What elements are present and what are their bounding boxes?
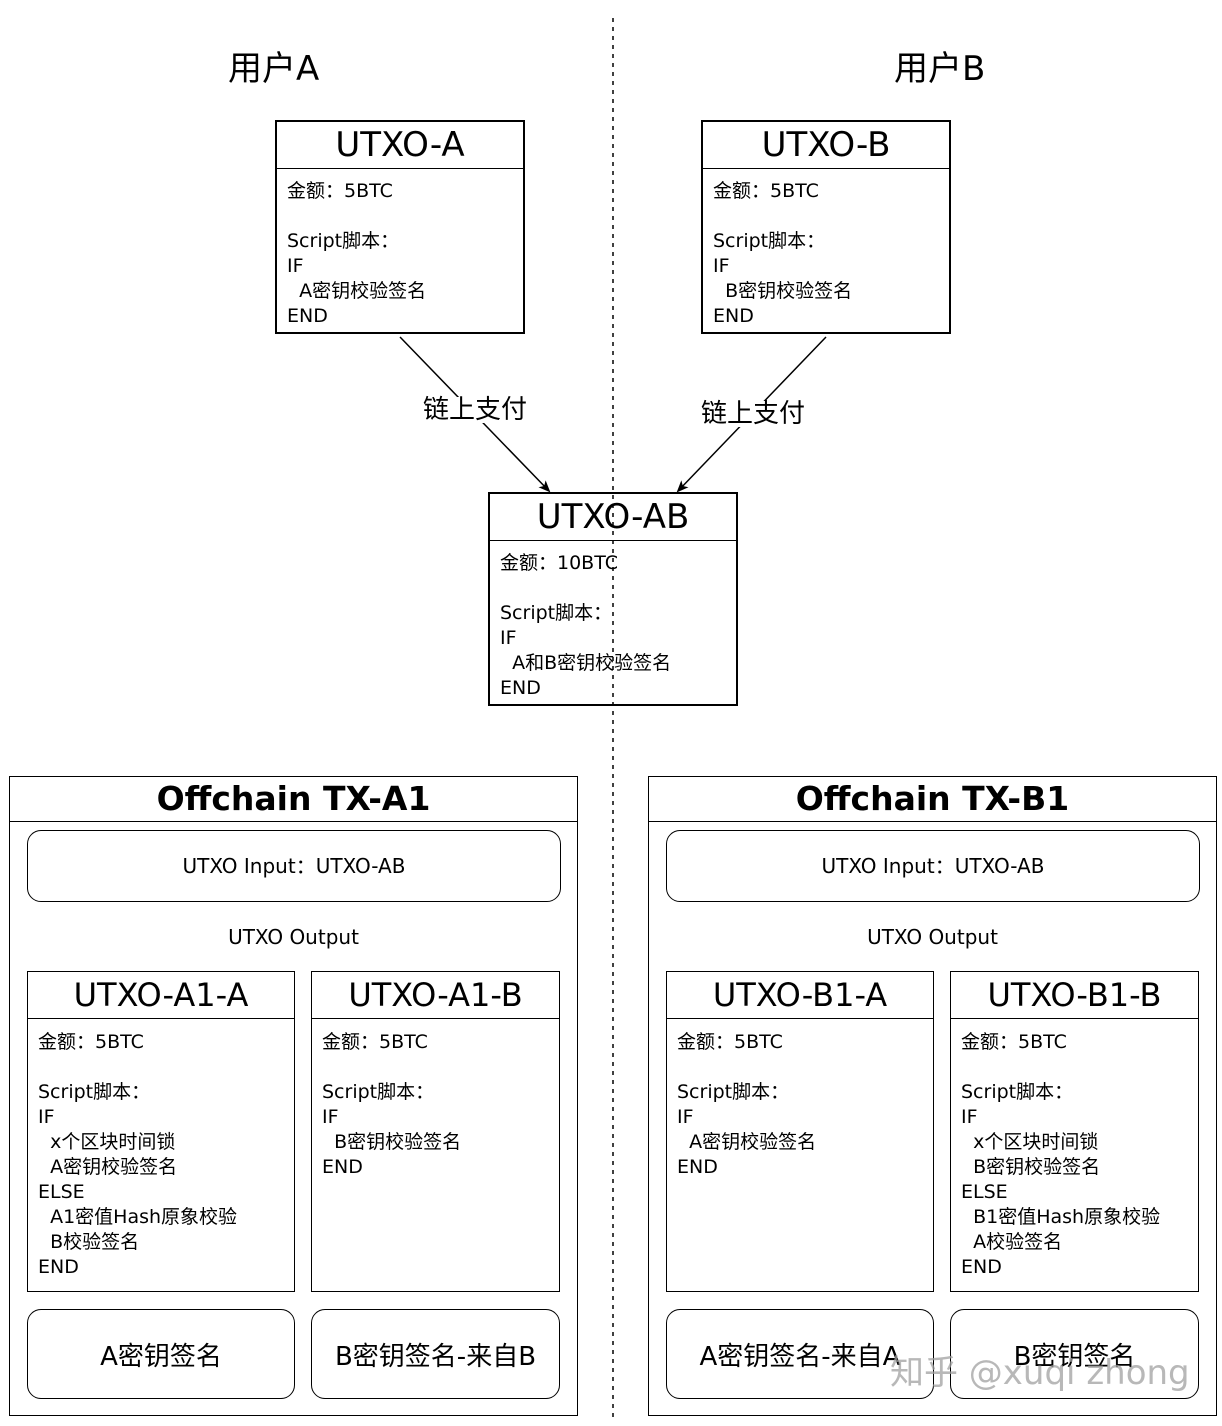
utxo-b-line xyxy=(713,204,945,229)
utxo-a-line: Script脚本： xyxy=(287,230,400,252)
utxo-b-title: UTXO-B xyxy=(703,122,949,169)
utxo-b1-a-title: UTXO-B1-A xyxy=(667,972,933,1019)
utxo-b1-b-line: ELSE xyxy=(961,1181,1008,1203)
utxo-b1-b-box: UTXO-B1-B 金额：5BTC Script脚本： IF x个区块时间锁 B… xyxy=(950,971,1199,1292)
utxo-b1-b-line: B1密值Hash原象校验 xyxy=(961,1206,1161,1228)
tx-b1-output-label: UTXO Output xyxy=(867,925,998,949)
utxo-a1-a-title: UTXO-A1-A xyxy=(28,972,294,1019)
utxo-b-line: END xyxy=(713,305,754,327)
utxo-ab-title: UTXO-AB xyxy=(490,494,736,541)
utxo-a1-a-line: A1密值Hash原象校验 xyxy=(38,1206,238,1228)
utxo-ab-box: UTXO-AB 金额：10BTC Script脚本： IF A和B密钥校验签名 … xyxy=(488,492,738,706)
utxo-b1-a-line: A密钥校验签名 xyxy=(677,1131,817,1153)
utxo-a-line: END xyxy=(287,305,328,327)
utxo-b1-a-line xyxy=(677,1055,929,1080)
utxo-b1-b-line: 金额：5BTC xyxy=(961,1031,1067,1053)
utxo-a1-b-line: Script脚本： xyxy=(322,1081,435,1103)
utxo-a1-a-line: Script脚本： xyxy=(38,1081,151,1103)
utxo-a-line: IF xyxy=(287,255,304,277)
utxo-a1-b-body: 金额：5BTC Script脚本： IF B密钥校验签名 END xyxy=(322,1030,555,1180)
utxo-a-body: 金额：5BTC Script脚本： IF A密钥校验签名 END xyxy=(287,179,519,329)
utxo-a1-a-line: B校验签名 xyxy=(38,1231,140,1253)
utxo-b1-b-line: A校验签名 xyxy=(961,1231,1063,1253)
tx-a1-input: UTXO Input：UTXO-AB xyxy=(27,830,561,902)
utxo-a1-b-line: B密钥校验签名 xyxy=(322,1131,462,1153)
utxo-a-line: A密钥校验签名 xyxy=(287,280,427,302)
utxo-a1-b-line: END xyxy=(322,1156,363,1178)
offchain-tx-b1: Offchain TX-B1 UTXO Input：UTXO-AB UTXO O… xyxy=(648,776,1217,1416)
offchain-tx-a1: Offchain TX-A1 UTXO Input：UTXO-AB UTXO O… xyxy=(9,776,578,1416)
utxo-b1-a-box: UTXO-B1-A 金额：5BTC Script脚本： IF A密钥校验签名 E… xyxy=(666,971,934,1292)
tx-b1-input: UTXO Input：UTXO-AB xyxy=(666,830,1200,902)
utxo-b-line: 金额：5BTC xyxy=(713,180,819,202)
utxo-a1-a-line: A密钥校验签名 xyxy=(38,1156,178,1178)
user-a-label: 用户A xyxy=(228,49,320,89)
utxo-b1-b-line: END xyxy=(961,1256,1002,1278)
utxo-a1-a-line: 金额：5BTC xyxy=(38,1031,144,1053)
utxo-b1-b-body: 金额：5BTC Script脚本： IF x个区块时间锁 B密钥校验签名 ELS… xyxy=(961,1030,1194,1280)
utxo-ab-line: IF xyxy=(500,627,517,649)
utxo-a1-a-box: UTXO-A1-A 金额：5BTC Script脚本： IF x个区块时间锁 A… xyxy=(27,971,295,1292)
utxo-a1-a-line xyxy=(38,1055,290,1080)
tx-b1-signature-right: B密钥签名 xyxy=(950,1309,1199,1399)
utxo-ab-body: 金额：10BTC Script脚本： IF A和B密钥校验签名 END xyxy=(500,551,732,701)
tx-a1-title: Offchain TX-A1 xyxy=(10,777,577,822)
utxo-a-line: 金额：5BTC xyxy=(287,180,393,202)
utxo-a1-a-body: 金额：5BTC Script脚本： IF x个区块时间锁 A密钥校验签名 ELS… xyxy=(38,1030,290,1280)
utxo-b1-a-body: 金额：5BTC Script脚本： IF A密钥校验签名 END xyxy=(677,1030,929,1180)
utxo-a1-b-line: IF xyxy=(322,1106,339,1128)
zhihu-watermark: 知乎 @xuqi zhong xyxy=(890,1353,1190,1393)
utxo-b1-b-line: x个区块时间锁 xyxy=(961,1131,1099,1153)
utxo-b1-a-line: Script脚本： xyxy=(677,1081,790,1103)
utxo-a1-b-box: UTXO-A1-B 金额：5BTC Script脚本： IF B密钥校验签名 E… xyxy=(311,971,560,1292)
utxo-a1-a-line: IF xyxy=(38,1106,55,1128)
utxo-a1-a-line: END xyxy=(38,1256,79,1278)
utxo-b1-b-title: UTXO-B1-B xyxy=(951,972,1198,1019)
utxo-b1-b-line xyxy=(961,1055,1194,1080)
utxo-a1-a-line: ELSE xyxy=(38,1181,85,1203)
pay-label-b: 链上支付 xyxy=(701,399,806,429)
user-b-label: 用户B xyxy=(894,49,986,89)
utxo-ab-line: Script脚本： xyxy=(500,602,613,624)
utxo-b1-b-line: Script脚本： xyxy=(961,1081,1074,1103)
utxo-ab-line: END xyxy=(500,677,541,699)
utxo-b-line: B密钥校验签名 xyxy=(713,280,853,302)
utxo-b-box: UTXO-B 金额：5BTC Script脚本： IF B密钥校验签名 END xyxy=(701,120,951,334)
utxo-b1-a-line: END xyxy=(677,1156,718,1178)
tx-a1-signature-left: A密钥签名 xyxy=(27,1309,295,1399)
utxo-ab-line: A和B密钥校验签名 xyxy=(500,652,672,674)
utxo-ab-line xyxy=(500,576,732,601)
utxo-a1-b-line: 金额：5BTC xyxy=(322,1031,428,1053)
utxo-b1-b-line: B密钥校验签名 xyxy=(961,1156,1101,1178)
tx-a1-output-label: UTXO Output xyxy=(228,925,359,949)
utxo-a-box: UTXO-A 金额：5BTC Script脚本： IF A密钥校验签名 END xyxy=(275,120,525,334)
tx-b1-title: Offchain TX-B1 xyxy=(649,777,1216,822)
utxo-b-line: IF xyxy=(713,255,730,277)
utxo-b-body: 金额：5BTC Script脚本： IF B密钥校验签名 END xyxy=(713,179,945,329)
tx-a1-signature-right: B密钥签名-来自B xyxy=(311,1309,560,1399)
tx-b1-signature-left: A密钥签名-来自A xyxy=(666,1309,934,1399)
utxo-a-line xyxy=(287,204,519,229)
utxo-a1-a-line: x个区块时间锁 xyxy=(38,1131,176,1153)
utxo-a-title: UTXO-A xyxy=(277,122,523,169)
utxo-b1-b-line: IF xyxy=(961,1106,978,1128)
utxo-a1-b-line xyxy=(322,1055,555,1080)
utxo-b-line: Script脚本： xyxy=(713,230,826,252)
utxo-a1-b-title: UTXO-A1-B xyxy=(312,972,559,1019)
utxo-b1-a-line: 金额：5BTC xyxy=(677,1031,783,1053)
utxo-ab-line: 金额：10BTC xyxy=(500,552,618,574)
pay-label-a: 链上支付 xyxy=(423,395,528,425)
utxo-b1-a-line: IF xyxy=(677,1106,694,1128)
